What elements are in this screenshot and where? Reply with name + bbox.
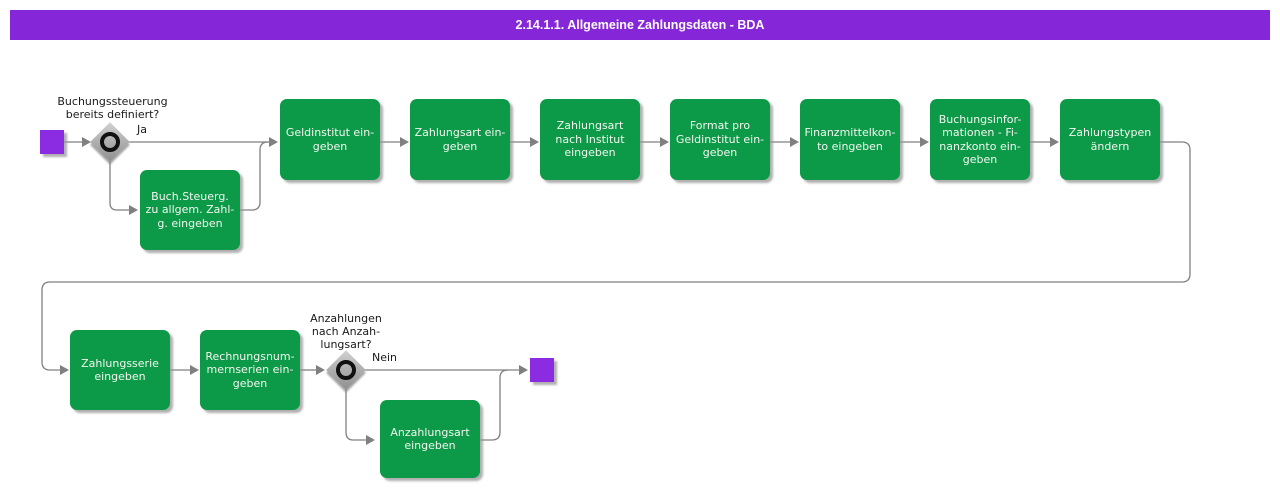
decision2-branch-label: Nein bbox=[372, 351, 398, 364]
connector-decision1-down bbox=[109, 161, 129, 211]
connector-decision2-down bbox=[345, 389, 366, 441]
end-node bbox=[530, 358, 554, 382]
connector-lines bbox=[41, 141, 1191, 441]
arrowhead bbox=[1050, 137, 1059, 147]
decision1-question: Buchungssteuerung bereits definiert? bbox=[57, 95, 168, 121]
arrowhead bbox=[82, 137, 91, 147]
activity-buchsteuerg-eingeben[interactable]: Buch.Steuerg. zu allgem. Zahl- g. eingeb… bbox=[140, 170, 240, 250]
activity-anzahlungsart-eingeben[interactable]: Anzahlungsart eingeben bbox=[380, 400, 480, 478]
start-node bbox=[40, 130, 64, 154]
arrowhead bbox=[519, 365, 528, 375]
arrowhead bbox=[190, 365, 199, 375]
arrowhead bbox=[660, 137, 669, 147]
decision2-question: Anzahlungen nach Anzah- lungsart? bbox=[310, 312, 382, 351]
arrowhead bbox=[60, 365, 69, 375]
connector-buchsteuerg-merge bbox=[240, 141, 269, 211]
activity-zahlungsart-eingeben[interactable]: Zahlungsart ein- geben bbox=[410, 99, 510, 180]
arrowhead bbox=[400, 137, 409, 147]
diagram-title: 2.14.1.1. Allgemeine Zahlungsdaten - BDA bbox=[515, 18, 765, 32]
decision1-branch-label: Ja bbox=[137, 123, 147, 136]
arrowhead bbox=[530, 137, 539, 147]
arrowhead bbox=[269, 137, 278, 147]
activity-zahlungsserie-eingeben[interactable]: Zahlungsserie eingeben bbox=[70, 330, 170, 410]
activity-rechnungsnummernserien-eingeben[interactable]: Rechnungsnum- mernserien ein- geben bbox=[200, 330, 300, 410]
connector-arrowheads bbox=[60, 137, 1059, 445]
diagram-title-bar: 2.14.1.1. Allgemeine Zahlungsdaten - BDA bbox=[10, 10, 1270, 40]
decision1-ring-icon bbox=[100, 132, 120, 152]
connector-anzahlungsart-merge bbox=[480, 369, 509, 441]
arrowhead bbox=[920, 137, 929, 147]
activity-finanzmittelkonto-eingeben[interactable]: Finanzmittelkon- to eingeben bbox=[800, 99, 900, 180]
activity-format-pro-geldinstitut[interactable]: Format pro Geldinstitut ein- geben bbox=[670, 99, 770, 180]
activity-buchungsinformationen-finanzkonto[interactable]: Buchungsinfor- mationen - Fi- nanzkonto … bbox=[930, 99, 1030, 180]
decision2-ring-icon bbox=[336, 360, 356, 380]
activity-zahlungsart-nach-institut[interactable]: Zahlungsart nach Institut eingeben bbox=[540, 99, 640, 180]
arrowhead bbox=[316, 365, 325, 375]
activity-geldinstitut-eingeben[interactable]: Geldinstitut ein- geben bbox=[280, 99, 380, 180]
activity-zahlungstypen-aendern[interactable]: Zahlungstypen ändern bbox=[1060, 99, 1160, 180]
connector-row1-to-row2 bbox=[41, 141, 1191, 371]
arrowhead bbox=[366, 435, 375, 445]
arrowhead bbox=[790, 137, 799, 147]
arrowhead bbox=[129, 205, 138, 215]
